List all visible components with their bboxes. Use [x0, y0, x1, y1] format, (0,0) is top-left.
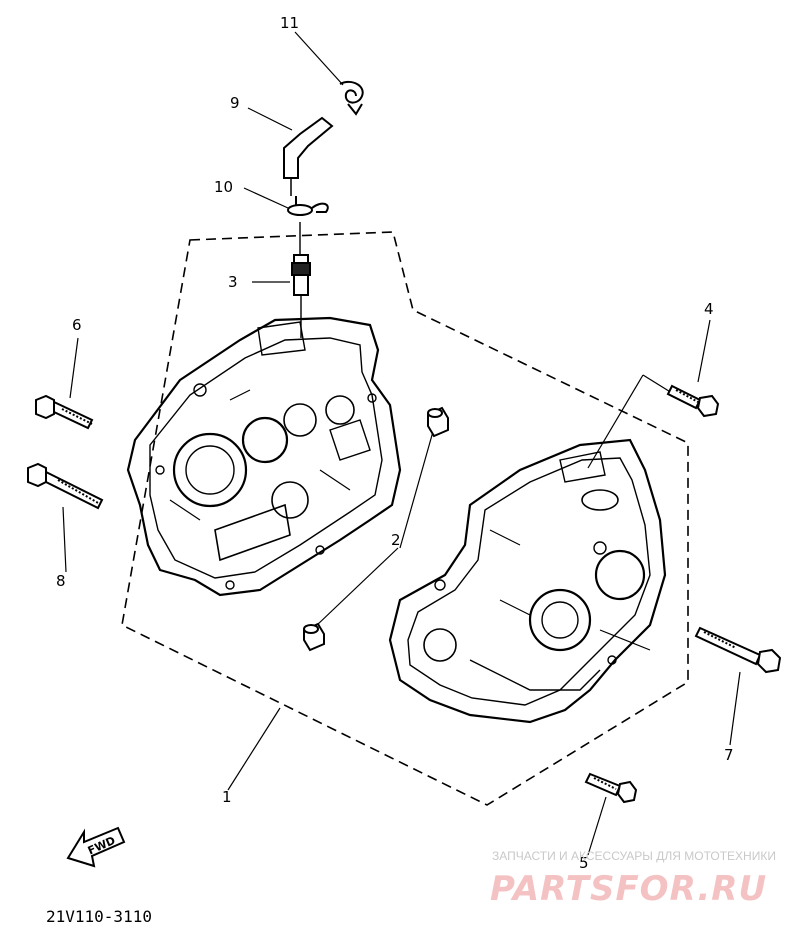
callout-10: 10 — [214, 178, 233, 196]
callout-9: 9 — [230, 94, 240, 112]
part-3-breather-fitting — [291, 222, 311, 338]
left-crankcase-half — [126, 316, 402, 597]
watermark-tagline: ЗАПЧАСТИ И АКСЕССУАРЫ ДЛЯ МОТОТЕХНИКИ — [492, 849, 776, 863]
watermark-brand: PARTSFOR.RU — [490, 869, 767, 909]
part-2-dowel-pin-lower — [303, 622, 325, 652]
part-8-bolt — [27, 462, 104, 510]
leader-lines — [62, 31, 741, 856]
part-9-breather-hose — [283, 116, 334, 196]
callout-3: 3 — [228, 273, 238, 291]
watermark: ЗАПЧАСТИ И АКСЕССУАРЫ ДЛЯ МОТОТЕХНИКИ PA… — [490, 849, 776, 909]
callout-2: 2 — [391, 531, 401, 549]
fwd-arrow: FWD — [66, 826, 126, 868]
part-10-clip — [287, 196, 329, 216]
part-5-bolt — [584, 772, 638, 804]
right-crankcase-half — [388, 438, 667, 724]
part-2-dowel-pin-upper — [427, 406, 449, 438]
callout-6: 6 — [72, 316, 82, 334]
callout-7: 7 — [724, 746, 734, 764]
callout-5: 5 — [579, 854, 589, 872]
assembly-boundary — [121, 231, 689, 806]
part-6-bolt — [35, 394, 94, 430]
callout-labels: 11 9 10 3 6 4 2 8 7 1 5 — [56, 14, 734, 872]
part-4-bolt — [666, 384, 720, 418]
callout-4: 4 — [704, 300, 714, 318]
callout-1: 1 — [222, 788, 232, 806]
part-7-bolt — [694, 626, 782, 674]
diagram-code: 21V110-3110 — [46, 907, 152, 926]
part-11-clip — [339, 80, 364, 116]
callout-8: 8 — [56, 572, 66, 590]
callout-11: 11 — [280, 14, 299, 32]
